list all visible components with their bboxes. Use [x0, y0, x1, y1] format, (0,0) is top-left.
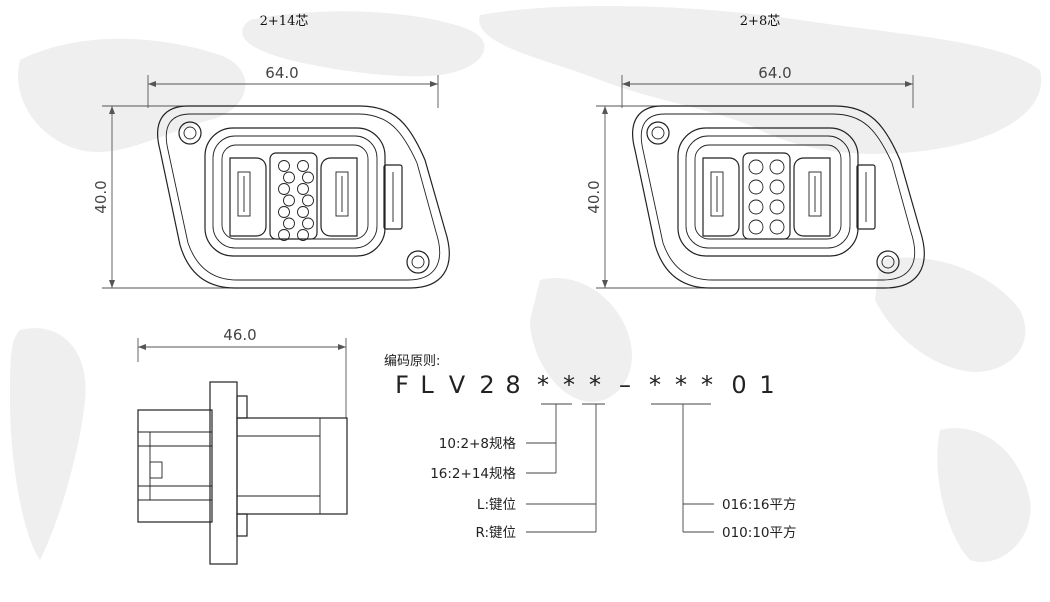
- signal-pin-array-8: [748, 159, 785, 235]
- signal-pin: [302, 194, 314, 207]
- code-char: *: [563, 371, 575, 399]
- coding-header: 编码原则:: [384, 354, 440, 369]
- signal-pin: [297, 206, 309, 218]
- code-char: 1: [759, 371, 774, 399]
- signal-pin: [748, 219, 764, 235]
- signal-pin: [283, 217, 295, 230]
- signal-pin: [748, 199, 764, 215]
- width-dimension-label: 64.0: [758, 64, 791, 82]
- signal-pin: [748, 159, 764, 175]
- signal-pin: [302, 171, 314, 184]
- connector-title: 2+14芯: [260, 14, 309, 29]
- connector-title: 2+8芯: [740, 14, 780, 29]
- signal-pin: [769, 179, 785, 195]
- legend-left-label: 16:2+14规格: [430, 466, 516, 482]
- code-char: –: [619, 371, 631, 399]
- code-char: 0: [731, 371, 746, 399]
- code-char: *: [675, 371, 687, 399]
- legend-left-label: 10:2+8规格: [439, 436, 517, 452]
- code-char: 8: [505, 371, 520, 399]
- code-char: *: [649, 371, 661, 399]
- connector-side-view: 46.0: [137, 326, 348, 565]
- code-char: L: [420, 371, 434, 399]
- signal-pin: [769, 199, 785, 215]
- code-char: V: [449, 371, 466, 399]
- legend-left-label: L:键位: [477, 497, 516, 513]
- code-char: *: [589, 371, 601, 399]
- signal-pin: [748, 179, 764, 195]
- legend-right-label: 010:10平方: [722, 525, 797, 541]
- signal-pin: [278, 229, 290, 241]
- signal-pin: [297, 229, 309, 241]
- signal-pin: [297, 160, 309, 172]
- code-char: *: [701, 371, 713, 399]
- signal-pin: [283, 171, 295, 184]
- side-width-dimension-label: 46.0: [223, 326, 256, 344]
- signal-pin: [769, 159, 785, 175]
- connector-front-view-2-14: 2+14芯 64.0 40.0: [92, 14, 450, 289]
- legend-left-label: R:键位: [475, 525, 516, 541]
- signal-pin: [278, 160, 290, 172]
- signal-pin: [278, 183, 290, 195]
- height-dimension-label: 40.0: [92, 180, 110, 213]
- signal-pin: [769, 219, 785, 235]
- connector-front-view-2-8: 2+8芯 64.0 40.0: [585, 14, 925, 289]
- signal-pin: [278, 206, 290, 218]
- code-char: *: [537, 371, 549, 399]
- signal-pin: [297, 183, 309, 195]
- width-dimension-label: 64.0: [265, 64, 298, 82]
- signal-pin: [302, 217, 314, 230]
- code-leader-lines: [526, 403, 714, 533]
- height-dimension-label: 40.0: [585, 180, 603, 213]
- code-char: 2: [479, 371, 494, 399]
- legend-right-label: 016:16平方: [722, 497, 797, 513]
- signal-pin: [283, 194, 295, 207]
- signal-pin-array-14: [278, 160, 314, 241]
- code-char: F: [395, 371, 409, 399]
- world-map-watermark: [10, 5, 1042, 562]
